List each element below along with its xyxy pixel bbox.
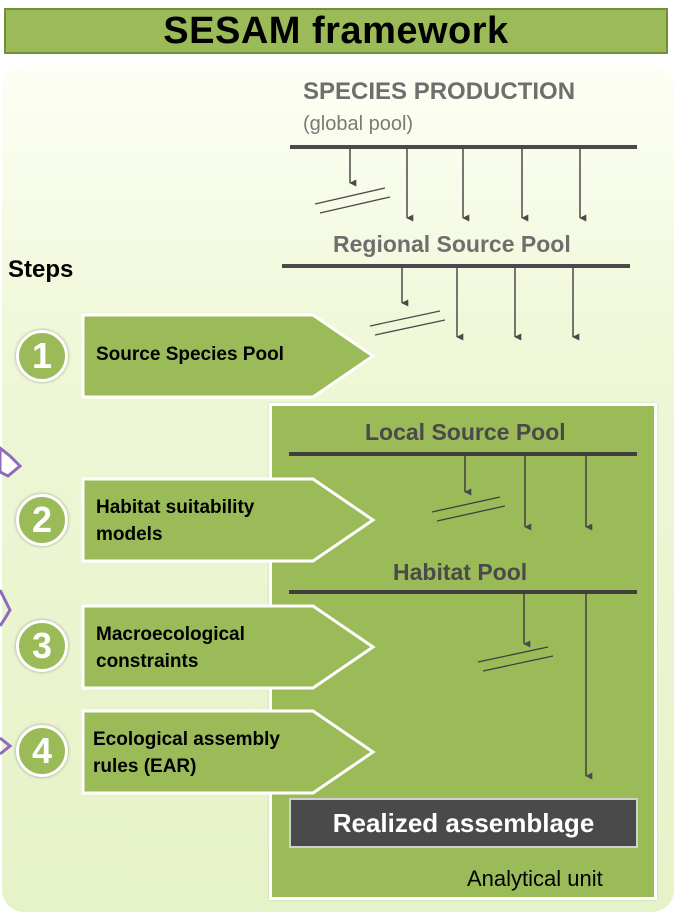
step-4-label-line1: Ecological assembly [93, 729, 280, 750]
filter-mark-1a [314, 187, 386, 205]
step-1-label-line1: Source Species Pool [96, 344, 284, 365]
step-3-label-line1: Macroecological [96, 624, 245, 645]
purple-arrow-fragment-2 [0, 589, 12, 627]
filter-mark-1b [319, 196, 391, 214]
habitat-pool-label: Habitat Pool [393, 559, 528, 585]
step-1-number: 1 [31, 335, 53, 376]
purple-arrow-fragment-1 [0, 446, 23, 478]
filter-mark-2b [374, 319, 446, 336]
steps-heading: Steps [8, 256, 74, 283]
step-1-chevron [81, 313, 376, 399]
step-4-label-line2: rules (EAR) [93, 756, 197, 777]
analytical-unit-label: Analytical unit [467, 866, 603, 891]
realized-assemblage-box: Realized assemblage [289, 798, 638, 848]
step-4-circle: 4 [16, 725, 68, 777]
step-2-number: 2 [31, 499, 53, 540]
step-3-chevron [81, 604, 376, 690]
step-1-label: Source Species Pool [96, 341, 284, 368]
step-2-label-line2: models [96, 524, 163, 545]
step-2-label: Habitat suitability models [96, 494, 254, 548]
step-4-number: 4 [31, 730, 53, 771]
step-3-number: 3 [31, 625, 53, 666]
diagram-title: SESAM framework [163, 9, 509, 52]
step-3-label-line2: constraints [96, 651, 199, 672]
step-1-circle: 1 [16, 330, 68, 382]
title-bar: SESAM framework [4, 8, 668, 54]
filter-mark-3b [436, 505, 506, 522]
filter-mark-3a [431, 496, 501, 513]
species-production-title: SPECIES PRODUCTION [303, 78, 576, 105]
step-3-circle: 3 [16, 620, 68, 672]
local-pool-label: Local Source Pool [365, 419, 566, 445]
filter-mark-4b [482, 655, 554, 672]
step-4-label: Ecological assembly rules (EAR) [93, 726, 280, 780]
purple-arrow-fragment-3 [0, 736, 13, 756]
realized-assemblage-label: Realized assemblage [332, 807, 595, 838]
step-2-label-line1: Habitat suitability [96, 497, 255, 518]
filter-mark-2a [369, 310, 441, 327]
regional-pool-label: Regional Source Pool [333, 231, 571, 257]
step-4-chevron [81, 709, 376, 795]
step-2-circle: 2 [16, 494, 68, 546]
step-2-chevron [81, 477, 376, 563]
filter-mark-4a [477, 646, 549, 663]
species-production-subtitle: (global pool) [303, 113, 414, 135]
step-3-label: Macroecological constraints [96, 621, 245, 675]
